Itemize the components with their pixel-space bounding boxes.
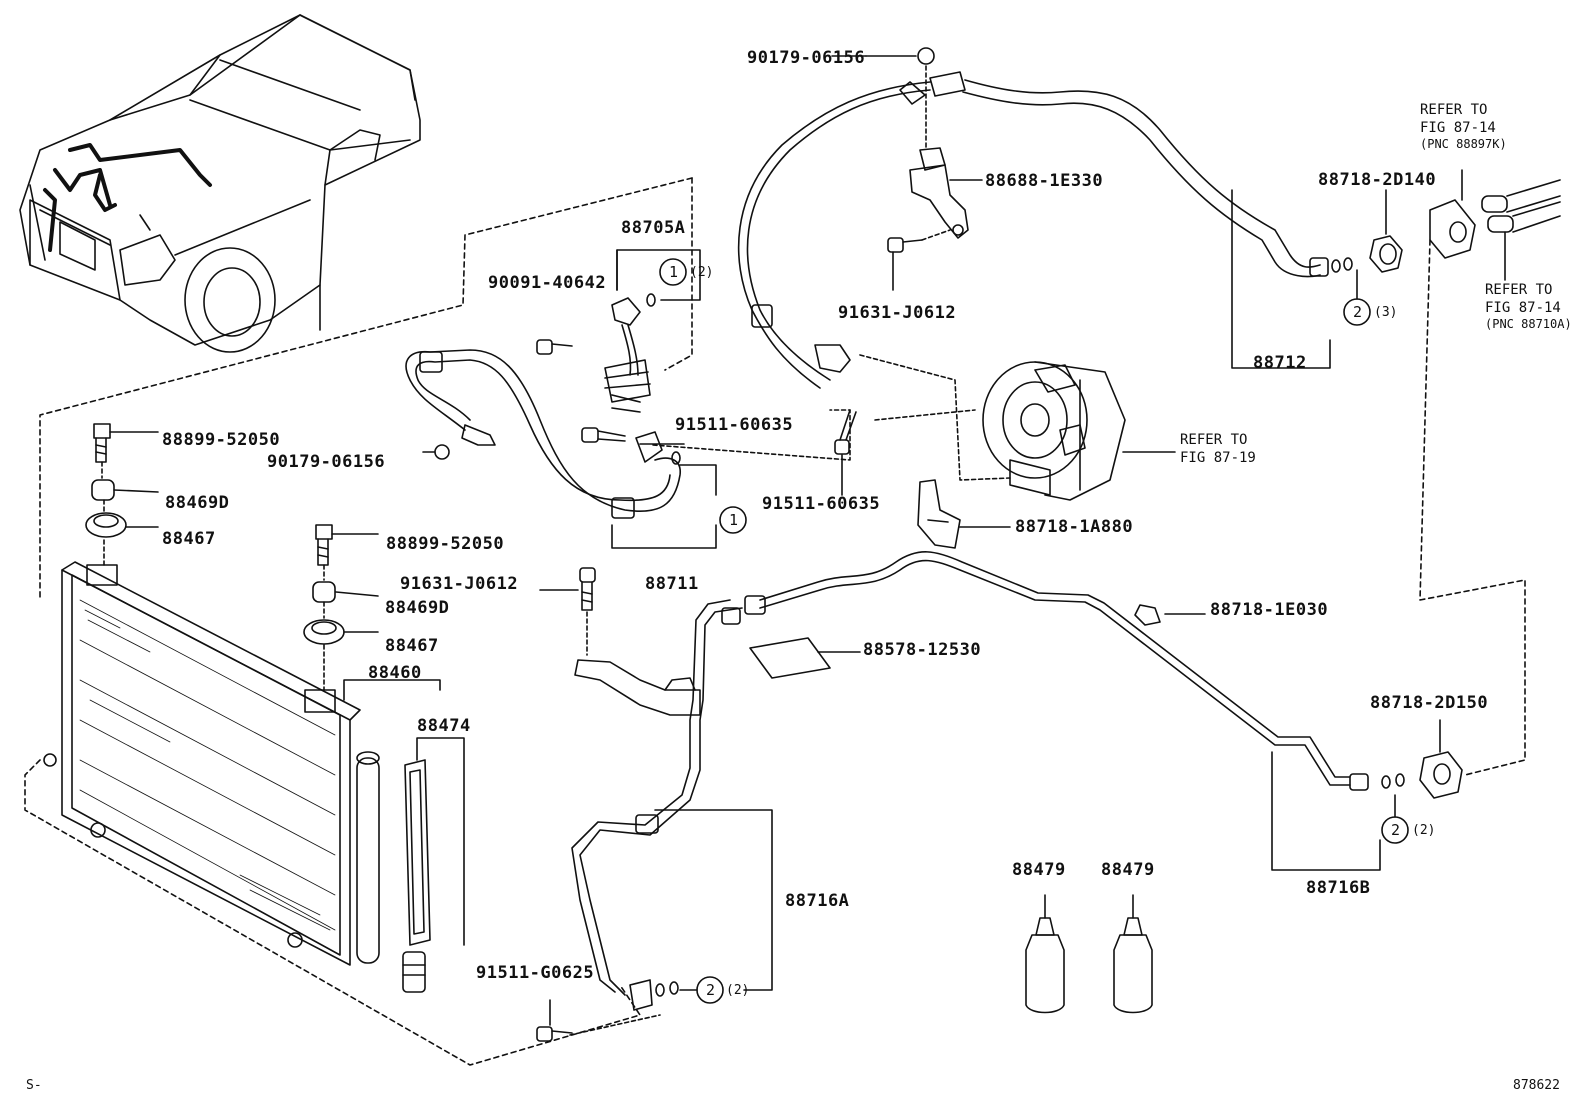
reference-note-fig-87-14-a: REFER TO FIG 87-14 (PNC 88897K) [1420,102,1507,152]
part-label-90091: 90091-40642 [488,273,607,293]
dryer-insert [402,759,431,993]
reference-line: FIG 87-14 [1420,119,1496,136]
part-label-88711: 88711 [645,574,699,594]
part-label-91511-b: 91511-60635 [762,494,881,514]
corner-mark-left: S- [26,1078,42,1093]
part-label-88716B: 88716B [1306,878,1371,898]
refrigerant-can-a [1025,894,1065,1014]
part-label-91511-G0625: 91511-G0625 [476,963,595,983]
callout-number-2-bottom: 2 [706,981,716,999]
reference-line: FIG 87-14 [1485,299,1561,316]
part-label-88712: 88712 [1253,353,1307,373]
pressure-line-88705A [536,293,656,413]
part-label-88688: 88688-1E330 [985,171,1104,191]
part-label-88899-b: 88899-52050 [386,534,505,554]
part-label-88467-a: 88467 [162,529,216,549]
reference-note-fig-87-19: REFER TO FIG 87-19 [1180,432,1256,467]
callout-number-1-top: 1 [669,263,679,281]
dashed-group-outline [39,177,693,601]
part-label-91631-mid: 91631-J0612 [400,574,519,594]
clamp-88718-1A880 [917,479,961,549]
compressor [982,361,1126,501]
callout-circle-1-mid [719,506,747,534]
reference-note-fig-87-14-b: REFER TO FIG 87-14 (PNC 88710A) [1485,282,1572,332]
fitting-88897K [1429,179,1561,259]
condenser-assembly [43,561,380,966]
part-label-88718-2D150: 88718-2D150 [1370,693,1489,713]
reference-line: REFER TO [1420,102,1488,118]
liquid-tube-88716B [759,551,1463,799]
part-label-88718-1E030: 88718-1E030 [1210,600,1329,620]
part-label-91631-top: 91631-J0612 [838,303,957,323]
part-label-88705A: 88705A [621,218,686,238]
quantity-c2-bottom: (2) [726,983,750,998]
part-label-88479-a: 88479 [1012,860,1066,880]
part-label-88479-b: 88479 [1101,860,1155,880]
discharge-hose-88712 [737,71,1353,389]
part-label-88899-a: 88899-52050 [162,430,281,450]
callout-number-1-mid: 1 [729,511,739,529]
part-label-88460: 88460 [368,663,422,683]
vehicle-sketch [19,14,421,353]
callout-number-2-right: 2 [1391,821,1401,839]
reference-line: (PNC 88710A) [1485,317,1572,331]
hose-88711 [405,349,681,519]
part-label-88716A: 88716A [785,891,850,911]
part-label-91511-a: 91511-60635 [675,415,794,435]
bolt-91511 [581,427,626,443]
part-label-88578: 88578-12530 [863,640,982,660]
part-label-88469D-a: 88469D [165,493,230,513]
reference-line: REFER TO [1485,282,1553,298]
part-label-90179-mid: 90179-06156 [267,452,386,472]
quantity-c2-right: (2) [1412,823,1436,838]
reference-line: FIG 87-19 [1180,449,1256,466]
bracket-88688 [909,147,969,239]
quantity-c1-top: (2) [690,265,714,280]
label-sheet-88578 [749,637,831,679]
liquid-tube-88716A [571,595,766,1011]
part-label-88469D-b: 88469D [385,598,450,618]
nut-88718-2D140 [1369,235,1403,273]
mount-parts-left [85,423,345,645]
quantity-c2-top: (3) [1374,305,1398,320]
figure-code: 878622 [1513,1078,1560,1093]
part-label-88718-2D140: 88718-2D140 [1318,170,1437,190]
refrigerant-can-b [1113,894,1153,1014]
reference-line: (PNC 88897K) [1420,137,1507,151]
callout-circle-1-top [659,258,687,286]
part-label-88718-1A880: 88718-1A880 [1015,517,1134,537]
part-label-88474: 88474 [417,716,471,736]
part-label-90179-top: 90179-06156 [747,48,866,68]
part-label-88467-b: 88467 [385,636,439,656]
reference-line: REFER TO [1180,432,1248,448]
callout-number-2-top: 2 [1353,303,1363,321]
